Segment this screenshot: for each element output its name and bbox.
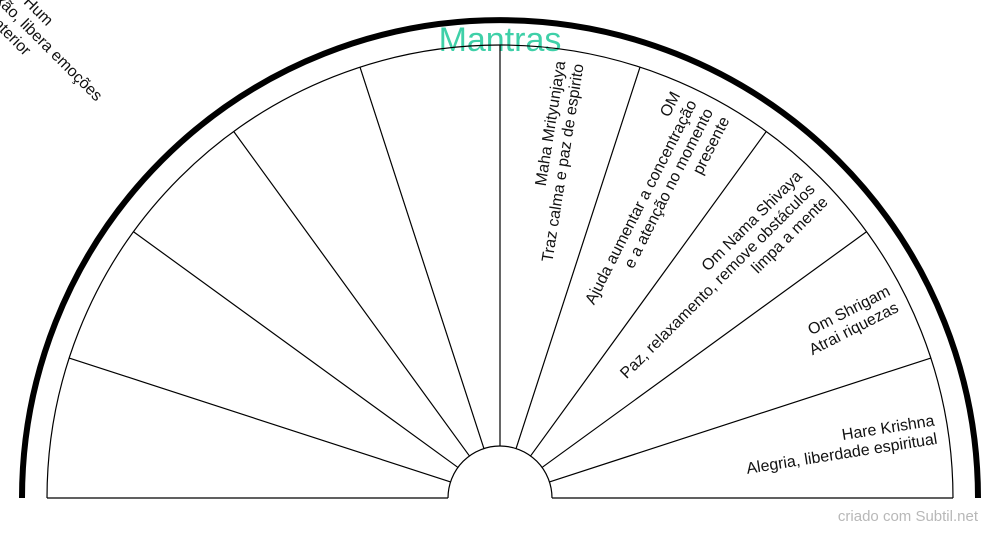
outer-arc	[19, 17, 981, 499]
sector-divider	[549, 357, 932, 483]
sector-divider	[133, 231, 459, 468]
sector-lines	[19, 17, 981, 499]
mantra-description: Ajuda aumentar a concentração	[582, 97, 700, 307]
sector-divider	[530, 131, 767, 457]
sector-divider	[68, 357, 451, 483]
sector-divider	[541, 231, 867, 468]
sector-label: Om Mani Padme HumInvoca compaixão, liber…	[0, 0, 105, 105]
center-hub	[447, 445, 553, 499]
sector-label: Asatoma SadgamayaPromove o desapego as d…	[0, 98, 6, 271]
sector-divider	[359, 66, 485, 449]
sector-labels: Gãyatrievocar paz ,prosperidade,harmonia…	[0, 0, 939, 478]
credit-text: criado com Subtil.net	[837, 508, 978, 525]
sector-divider	[515, 66, 641, 449]
sector-divider	[233, 131, 470, 457]
